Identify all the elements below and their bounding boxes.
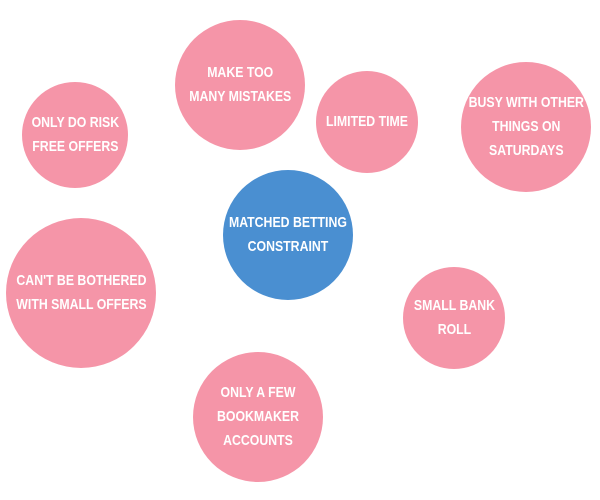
bubble-label-line: CAN'T BE BOTHERED (15, 272, 147, 289)
bubble-label-line: LIMITED TIME (326, 113, 408, 130)
bubble-label-line: ONLY DO RISK (31, 114, 119, 131)
bubble-label: ONLY A FEW BOOKMAKER ACCOUNTS (217, 381, 299, 453)
bubble-label-line: ROLL (437, 321, 471, 338)
bubble-small-bank-roll: SMALL BANK ROLL (403, 267, 505, 369)
bubble-label-line: THINGS ON (491, 118, 561, 135)
bubble-label: ONLY DO RISK FREE OFFERS (31, 111, 118, 159)
bubble-label-line: BUSY WITH OTHER (468, 94, 584, 111)
bubble-label: SMALL BANK ROLL (413, 294, 494, 342)
bubble-label-line: ACCOUNTS (223, 432, 293, 449)
bubble-make-too-many-mistakes: MAKE TOO MANY MISTAKES (175, 20, 305, 150)
bubble-busy-with-other-things-on-saturdays: BUSY WITH OTHER THINGS ON SATURDAYS (461, 62, 591, 192)
bubble-label: BUSY WITH OTHER THINGS ON SATURDAYS (468, 91, 583, 163)
bubble-limited-time: LIMITED TIME (316, 71, 418, 173)
bubble-only-a-few-bookmaker-accounts: ONLY A FEW BOOKMAKER ACCOUNTS (193, 352, 323, 482)
bubble-label-line: MANY MISTAKES (188, 88, 292, 105)
bubble-only-do-risk-free-offers: ONLY DO RISK FREE OFFERS (22, 82, 128, 188)
center-label-line-1: MATCHED BETTING (229, 214, 348, 231)
bubble-label-line: FREE OFFERS (31, 138, 119, 155)
bubble-label: LIMITED TIME (326, 110, 408, 134)
bubble-label: CAN'T BE BOTHERED WITH SMALL OFFERS (16, 269, 146, 317)
bubble-label-line: SMALL BANK (413, 297, 495, 314)
bubble-label-line: SATURDAYS (488, 142, 564, 159)
center-label-line-2: CONSTRAINT (247, 238, 329, 255)
bubble-label-line: ONLY A FEW (220, 384, 296, 401)
center-bubble-label: MATCHED BETTING CONSTRAINT (229, 211, 347, 259)
center-bubble-matched-betting-constraint: MATCHED BETTING CONSTRAINT (223, 170, 353, 300)
bubble-label-line: MAKE TOO (206, 64, 274, 81)
bubble-cant-be-bothered-with-small-offers: CAN'T BE BOTHERED WITH SMALL OFFERS (6, 218, 156, 368)
bubble-label: MAKE TOO MANY MISTAKES (189, 61, 291, 109)
bubble-label-line: BOOKMAKER (217, 408, 299, 425)
bubble-label-line: WITH SMALL OFFERS (15, 296, 147, 313)
